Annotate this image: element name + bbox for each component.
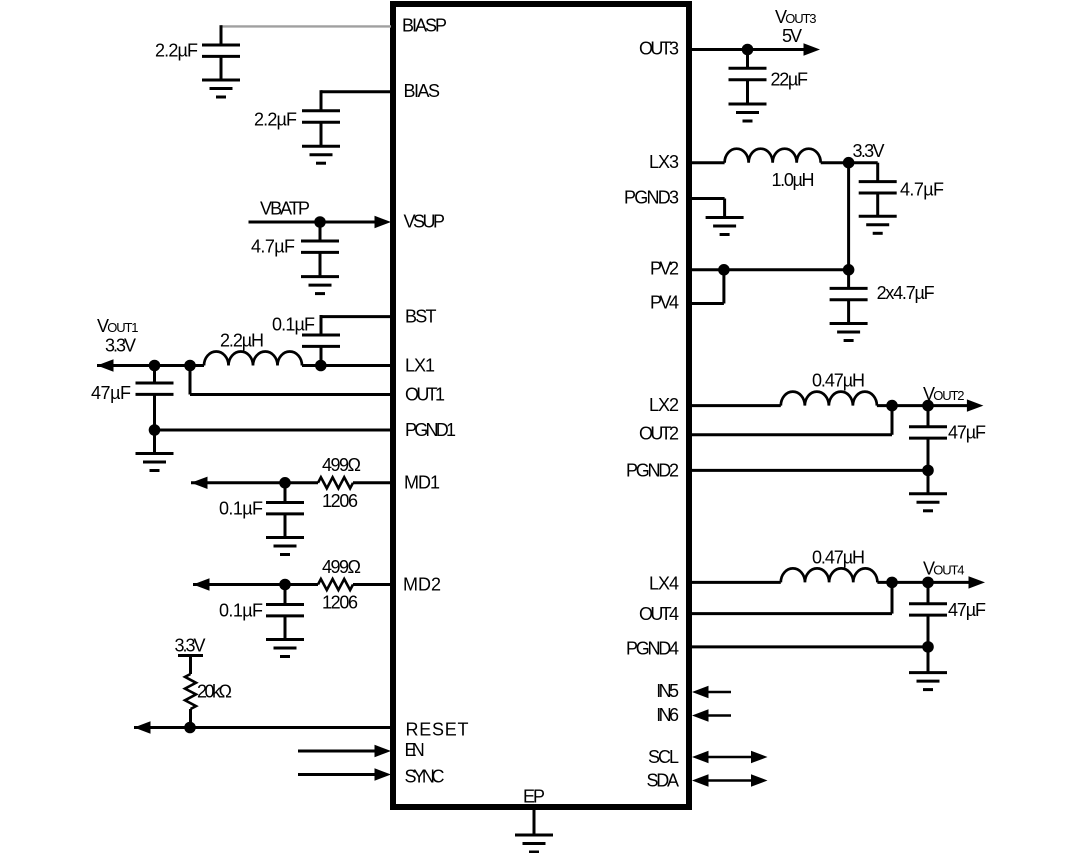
svg-text:0.1µF: 0.1µF bbox=[219, 499, 263, 519]
svg-text:SYNC: SYNC bbox=[405, 767, 445, 787]
svg-text:47µF: 47µF bbox=[948, 600, 986, 620]
svg-text:22µF: 22µF bbox=[771, 70, 809, 90]
svg-text:3.3V: 3.3V bbox=[853, 141, 885, 161]
svg-text:LX2: LX2 bbox=[649, 395, 679, 415]
svg-text:VSUP: VSUP bbox=[404, 212, 446, 232]
svg-text:1206: 1206 bbox=[322, 593, 358, 613]
svg-text:2.2µF: 2.2µF bbox=[155, 41, 198, 61]
svg-text:LX1: LX1 bbox=[405, 356, 435, 376]
svg-text:4.7µF: 4.7µF bbox=[251, 237, 295, 257]
svg-text:RESET: RESET bbox=[406, 720, 469, 740]
svg-text:LX4: LX4 bbox=[649, 574, 679, 594]
svg-text:OUT3: OUT3 bbox=[785, 11, 816, 26]
svg-text:PGND3: PGND3 bbox=[624, 188, 679, 208]
svg-text:IN6: IN6 bbox=[656, 705, 679, 725]
svg-text:PV2: PV2 bbox=[650, 259, 679, 279]
svg-text:2.2µH: 2.2µH bbox=[220, 331, 264, 351]
svg-text:IN5: IN5 bbox=[656, 681, 679, 701]
svg-text:BIASP: BIASP bbox=[402, 16, 447, 36]
svg-text:1206: 1206 bbox=[322, 491, 358, 511]
svg-text:499Ω: 499Ω bbox=[322, 455, 361, 475]
svg-text:LX3: LX3 bbox=[649, 152, 679, 172]
svg-text:OUT3: OUT3 bbox=[639, 39, 679, 59]
svg-text:V: V bbox=[923, 384, 935, 404]
svg-text:PGND4: PGND4 bbox=[626, 639, 679, 659]
svg-text:OUT4: OUT4 bbox=[933, 563, 964, 578]
svg-text:0.1µF: 0.1µF bbox=[272, 315, 315, 335]
svg-text:V: V bbox=[923, 559, 935, 579]
svg-text:OUT2: OUT2 bbox=[933, 388, 964, 403]
svg-text:OUT1: OUT1 bbox=[107, 320, 138, 335]
svg-text:0.47µH: 0.47µH bbox=[812, 548, 865, 568]
svg-text:PGND1: PGND1 bbox=[405, 420, 456, 440]
svg-text:BST: BST bbox=[405, 307, 437, 327]
svg-text:OUT2: OUT2 bbox=[639, 424, 679, 444]
svg-text:EN: EN bbox=[405, 740, 425, 760]
svg-text:MD1: MD1 bbox=[404, 473, 440, 493]
svg-text:4.7µF: 4.7µF bbox=[900, 180, 944, 200]
svg-text:SCL: SCL bbox=[648, 747, 679, 767]
svg-text:1.0µH: 1.0µH bbox=[772, 170, 815, 190]
svg-text:VBATP: VBATP bbox=[260, 199, 310, 219]
svg-text:499Ω: 499Ω bbox=[322, 557, 361, 577]
svg-text:5V: 5V bbox=[782, 26, 802, 46]
svg-text:3.3V: 3.3V bbox=[105, 336, 136, 356]
svg-text:BIAS: BIAS bbox=[404, 81, 441, 101]
svg-text:V: V bbox=[97, 316, 109, 336]
svg-text:3.3V: 3.3V bbox=[175, 636, 206, 656]
svg-text:2.2µF: 2.2µF bbox=[254, 110, 297, 130]
svg-text:0.47µH: 0.47µH bbox=[812, 371, 865, 391]
svg-text:SDA: SDA bbox=[647, 771, 680, 791]
svg-text:MD2: MD2 bbox=[403, 575, 441, 595]
svg-text:47µF: 47µF bbox=[91, 383, 131, 403]
svg-text:PGND2: PGND2 bbox=[626, 461, 679, 481]
svg-text:2x4.7µF: 2x4.7µF bbox=[877, 283, 935, 303]
svg-text:OUT4: OUT4 bbox=[639, 604, 679, 624]
svg-text:PV4: PV4 bbox=[650, 293, 679, 313]
svg-text:0.1µF: 0.1µF bbox=[219, 601, 263, 621]
svg-text:20kΩ: 20kΩ bbox=[197, 682, 232, 702]
svg-text:V: V bbox=[775, 7, 787, 27]
svg-text:47µF: 47µF bbox=[948, 423, 986, 443]
svg-text:OUT1: OUT1 bbox=[405, 385, 445, 405]
svg-text:EP: EP bbox=[523, 787, 545, 807]
